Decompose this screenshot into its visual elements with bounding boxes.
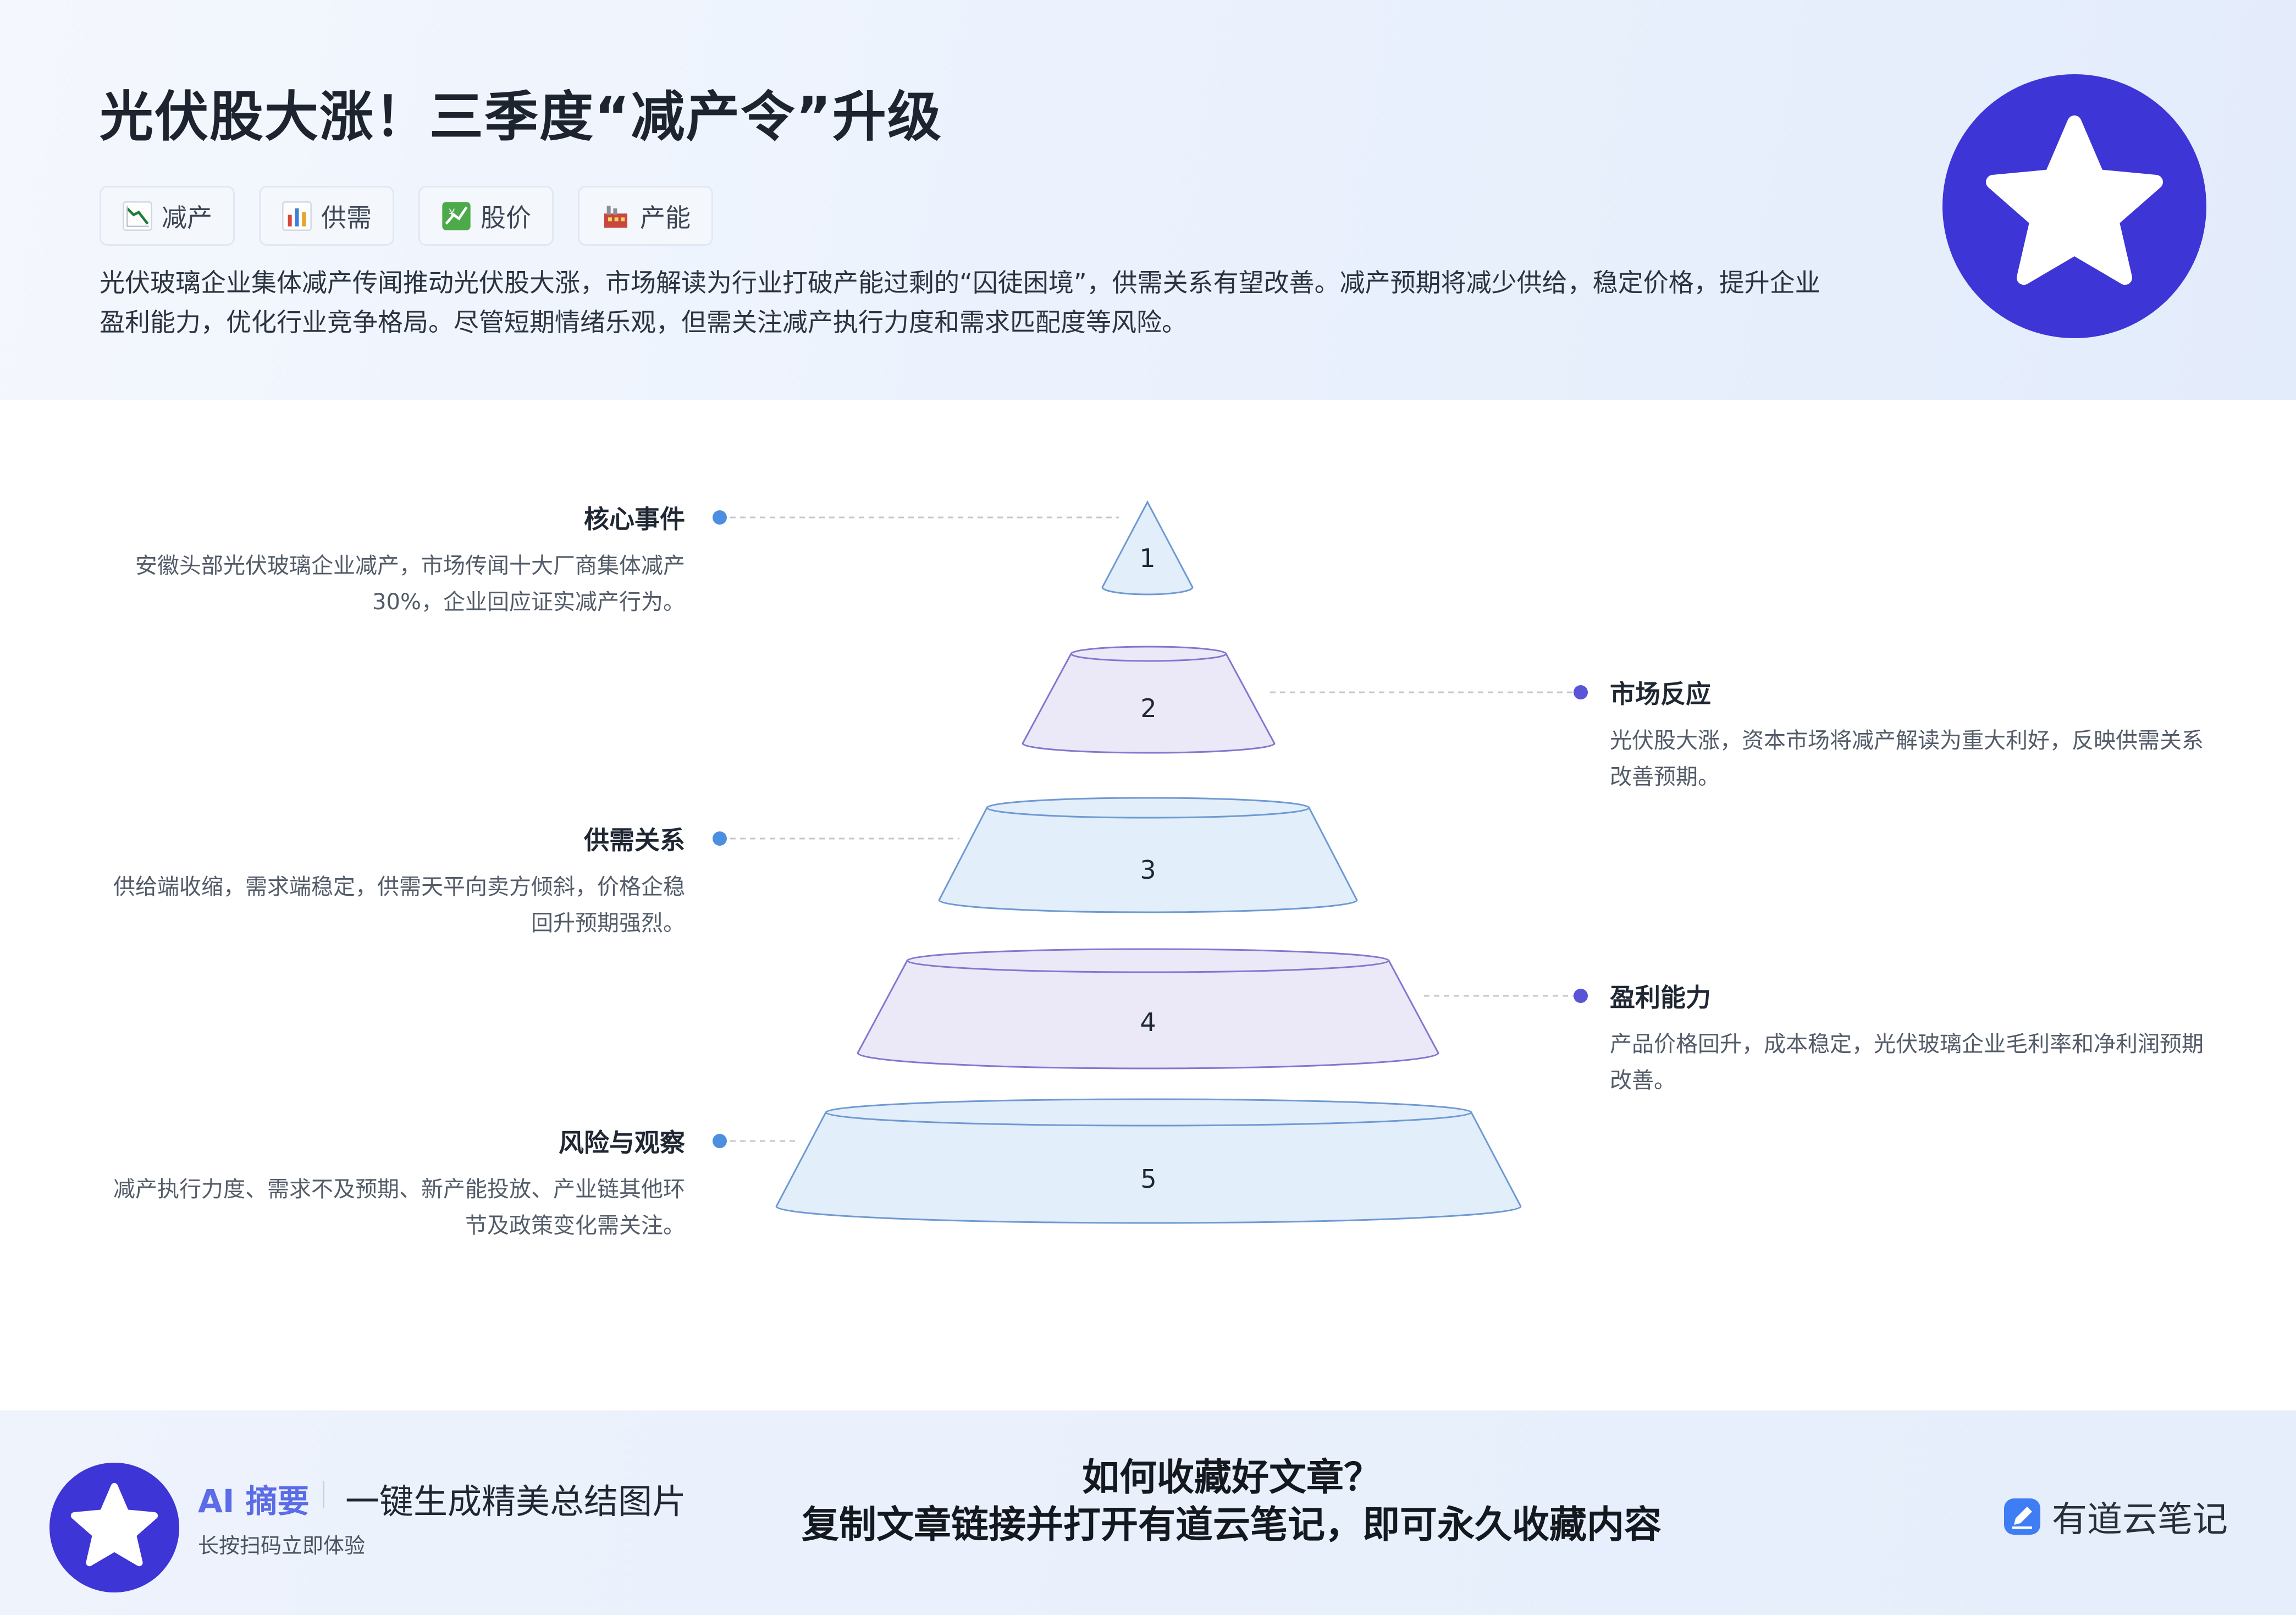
level-number-3: 3: [1140, 855, 1156, 885]
pyramid-level-4: 4: [857, 948, 1439, 1070]
tag-stock-price: ¥ 股价: [418, 186, 554, 246]
chart-decreasing-icon: [123, 201, 152, 231]
connector-dot-3: [713, 831, 727, 846]
divider: [323, 1481, 324, 1508]
level-number-1: 1: [1139, 543, 1155, 573]
level-number-2: 2: [1140, 693, 1156, 723]
level-3-text: 供给端收缩，需求端稳定，供需天平向卖方倾斜，价格企稳回升预期强烈。: [113, 874, 685, 936]
level-2-description: 市场反应 光伏股大涨，资本市场将减产解读为重大利好，反映供需关系改善预期。: [1610, 674, 2204, 795]
brand-logo[interactable]: 有道云笔记: [2002, 1491, 2228, 1542]
promo-text: 如何收藏好文章？ 复制文章链接并打开有道云笔记，即可永久收藏内容: [715, 1454, 1748, 1549]
brand-name: 有道云笔记: [2052, 1500, 2228, 1540]
level-1-title: 核心事件: [584, 504, 685, 534]
level-4-title: 盈利能力: [1610, 983, 1711, 1012]
footer-banner: [0, 1410, 2296, 1615]
level-3-description: 供需关系 供给端收缩，需求端稳定，供需天平向卖方倾斜，价格企稳回升预期强烈。: [97, 820, 685, 941]
pyramid-level-1: 1: [1101, 500, 1194, 596]
pyramid-level-5: 5: [775, 1098, 1522, 1224]
level-2-title: 市场反应: [1610, 679, 1711, 709]
connector-dot-1: [713, 510, 727, 525]
connector-dot-2: [1574, 685, 1588, 699]
level-1-text: 安徽头部光伏玻璃企业减产，市场传闻十大厂商集体减产30%，企业回应证实减产行为。: [135, 553, 685, 615]
pyramid-level-2: 2: [1022, 646, 1276, 754]
promo-line-2: 复制文章链接并打开有道云笔记，即可永久收藏内容: [801, 1503, 1662, 1547]
page-title: 光伏股大涨！三季度“减产令”升级: [100, 86, 942, 148]
connector-dot-5: [713, 1134, 727, 1148]
factory-icon: [604, 205, 627, 228]
level-4-description: 盈利能力 产品价格回升，成本稳定，光伏玻璃企业毛利率和净利润预期改善。: [1610, 978, 2204, 1099]
level-2-text: 光伏股大涨，资本市场将减产解读为重大利好，反映供需关系改善预期。: [1610, 728, 2204, 790]
promo-line-1: 如何收藏好文章？: [1081, 1456, 1381, 1500]
pyramid-level-3: 3: [938, 797, 1358, 913]
level-5-text: 减产执行力度、需求不及预期、新产能投放、产业链其他环节及政策变化需关注。: [113, 1177, 685, 1238]
level-3-title: 供需关系: [584, 825, 685, 855]
star-badge-icon: [1942, 74, 2206, 338]
tag-label: 减产: [162, 202, 212, 233]
level-number-5: 5: [1140, 1164, 1156, 1194]
tag-label: 产能: [640, 202, 691, 233]
connector-dot-4: [1574, 989, 1588, 1003]
note-pen-icon: [2004, 1498, 2040, 1535]
tag-capacity: 产能: [578, 186, 713, 246]
scan-hint: 长按扫码立即体验: [198, 1534, 366, 1558]
level-4-text: 产品价格回升，成本稳定，光伏玻璃企业毛利率和净利润预期改善。: [1610, 1032, 2204, 1093]
tag-supply-demand: 供需: [259, 186, 394, 246]
ai-summary-label: AI 摘要: [198, 1482, 310, 1520]
pyramid-diagram: 1 2 3 4 5: [713, 500, 1588, 1224]
level-5-description: 风险与观察 减产执行力度、需求不及预期、新产能投放、产业链其他环节及政策变化需关…: [97, 1123, 685, 1244]
summary-text: 光伏玻璃企业集体减产传闻推动光伏股大涨，市场解读为行业打破产能过剩的“囚徒困境”…: [100, 268, 1820, 337]
tag-label: 股价: [481, 202, 531, 233]
footer-slogan: 一键生成精美总结图片: [345, 1481, 687, 1522]
tag-reduce: 减产: [100, 186, 235, 246]
chart-yen-icon: ¥: [442, 201, 471, 230]
level-1-description: 核心事件 安徽头部光伏玻璃企业减产，市场传闻十大厂商集体减产30%，企业回应证实…: [97, 499, 685, 620]
bar-chart-icon: [282, 201, 312, 231]
level-number-4: 4: [1140, 1007, 1156, 1037]
level-5-title: 风险与观察: [559, 1128, 685, 1157]
tag-label: 供需: [321, 202, 372, 233]
svg-text:¥: ¥: [449, 207, 455, 219]
qr-star-badge-icon[interactable]: [49, 1463, 179, 1592]
tag-list: 减产 供需 ¥ 股价 产能: [100, 186, 713, 246]
